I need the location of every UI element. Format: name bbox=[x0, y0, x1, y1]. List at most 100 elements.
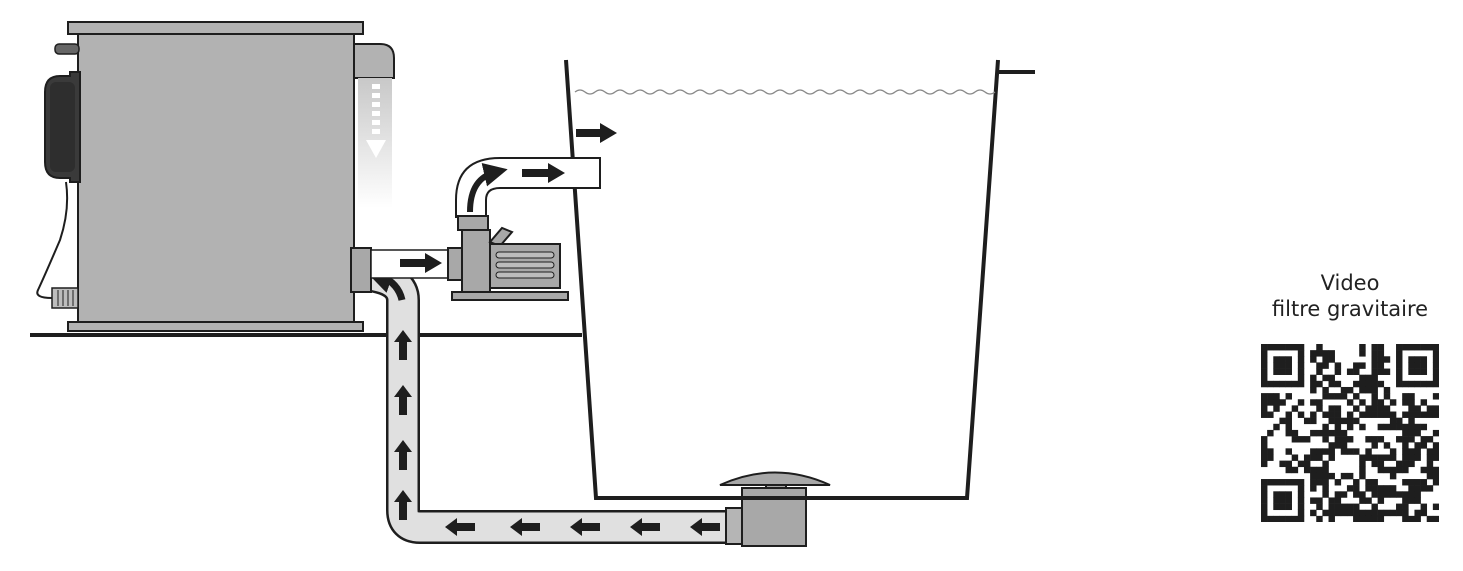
qr-module bbox=[1359, 411, 1366, 418]
qr-module bbox=[1297, 350, 1305, 357]
qr-module bbox=[1316, 472, 1323, 480]
qr-module bbox=[1408, 454, 1415, 461]
qr-module bbox=[1316, 405, 1323, 412]
qr-module bbox=[1383, 386, 1391, 394]
qr-module bbox=[1396, 374, 1403, 382]
qr-module bbox=[1310, 472, 1317, 480]
qr-module bbox=[1310, 454, 1317, 461]
qr-module bbox=[1377, 399, 1385, 406]
qr-module bbox=[1359, 454, 1366, 461]
qr-module bbox=[1291, 454, 1299, 461]
qr-module bbox=[1420, 423, 1428, 431]
qr-module bbox=[1426, 344, 1434, 351]
qr-module bbox=[1328, 515, 1335, 522]
gravity-filter bbox=[36, 21, 452, 332]
qr-module bbox=[1267, 393, 1274, 400]
qr-module bbox=[1261, 344, 1268, 351]
qr-module bbox=[1261, 460, 1268, 468]
qr-module bbox=[1414, 479, 1421, 486]
flow-arrow-icon bbox=[394, 440, 412, 470]
qr-module bbox=[1297, 503, 1305, 511]
qr-module bbox=[1322, 436, 1329, 443]
qr-module bbox=[1261, 503, 1268, 511]
qr-module bbox=[1322, 356, 1329, 363]
qr-module bbox=[1285, 515, 1292, 522]
qr-module bbox=[1359, 497, 1366, 504]
qr-module bbox=[1353, 362, 1360, 369]
qr-module bbox=[1408, 460, 1415, 468]
pressure-pipe bbox=[400, 157, 601, 273]
flow-arrow-icon bbox=[522, 163, 565, 183]
qr-module bbox=[1346, 472, 1354, 480]
qr-module bbox=[1353, 417, 1360, 425]
qr-module bbox=[1261, 436, 1268, 443]
qr-module bbox=[1291, 429, 1299, 437]
qr-module bbox=[1291, 436, 1299, 443]
qr-module bbox=[1285, 460, 1292, 468]
qr-module bbox=[1303, 436, 1311, 443]
qr-module bbox=[1279, 417, 1286, 425]
pump bbox=[447, 215, 569, 301]
qr-module bbox=[1426, 454, 1434, 461]
qr-module bbox=[1340, 429, 1348, 437]
qr-module bbox=[1426, 472, 1434, 480]
qr-module bbox=[1346, 509, 1354, 517]
qr-module bbox=[1310, 497, 1317, 504]
qr-module bbox=[1310, 466, 1317, 474]
qr-module bbox=[1267, 454, 1274, 461]
qr-module bbox=[1359, 344, 1366, 351]
qr-module bbox=[1371, 393, 1378, 400]
qr-module bbox=[1285, 356, 1292, 363]
qr-module bbox=[1316, 503, 1323, 511]
qr-module bbox=[1365, 374, 1372, 382]
qr-module bbox=[1340, 509, 1348, 517]
qr-module bbox=[1310, 380, 1317, 388]
qr-module bbox=[1261, 479, 1268, 486]
qr-module bbox=[1414, 442, 1421, 449]
qr-module bbox=[1297, 460, 1305, 468]
qr-module bbox=[1408, 423, 1415, 431]
qr-module bbox=[1316, 368, 1323, 375]
qr-module bbox=[1353, 479, 1360, 486]
qr-module bbox=[1328, 503, 1335, 511]
qr-module bbox=[1414, 362, 1421, 369]
flow-arrow-icon bbox=[510, 518, 540, 536]
flow-arrow-icon bbox=[394, 330, 412, 360]
qr-module bbox=[1346, 423, 1354, 431]
qr-module bbox=[1285, 362, 1292, 369]
qr-module bbox=[1365, 411, 1372, 418]
qr-module bbox=[1328, 411, 1335, 418]
qr-module bbox=[1402, 509, 1409, 517]
qr-module bbox=[1420, 442, 1428, 449]
qr-module bbox=[1377, 344, 1385, 351]
qr-module bbox=[1426, 448, 1434, 455]
qr-module bbox=[1285, 344, 1292, 351]
qr-module bbox=[1432, 515, 1439, 522]
qr-module bbox=[1371, 491, 1378, 498]
qr-module bbox=[1359, 472, 1366, 480]
qr-module bbox=[1285, 448, 1292, 455]
qr-module bbox=[1340, 386, 1348, 394]
qr-module bbox=[1346, 448, 1354, 455]
qr-module bbox=[1297, 515, 1305, 522]
qr-module bbox=[1285, 466, 1292, 474]
qr-module bbox=[1267, 411, 1274, 418]
qr-module bbox=[1414, 344, 1421, 351]
qr-module bbox=[1402, 503, 1409, 511]
qr-module bbox=[1334, 436, 1342, 443]
qr-module bbox=[1414, 380, 1421, 388]
qr-module bbox=[1261, 491, 1268, 498]
qr-module bbox=[1346, 436, 1354, 443]
qr-module bbox=[1402, 466, 1409, 474]
qr-module bbox=[1261, 380, 1268, 388]
qr-module bbox=[1285, 503, 1292, 511]
qr-module bbox=[1365, 436, 1372, 443]
qr-module bbox=[1371, 509, 1378, 517]
qr-module bbox=[1279, 503, 1286, 511]
qr-module bbox=[1414, 405, 1421, 412]
qr-module bbox=[1408, 429, 1415, 437]
qr-module bbox=[1396, 356, 1403, 363]
qr-module bbox=[1291, 405, 1299, 412]
qr-module bbox=[1426, 460, 1434, 468]
qr-code-icon[interactable] bbox=[1261, 344, 1439, 522]
